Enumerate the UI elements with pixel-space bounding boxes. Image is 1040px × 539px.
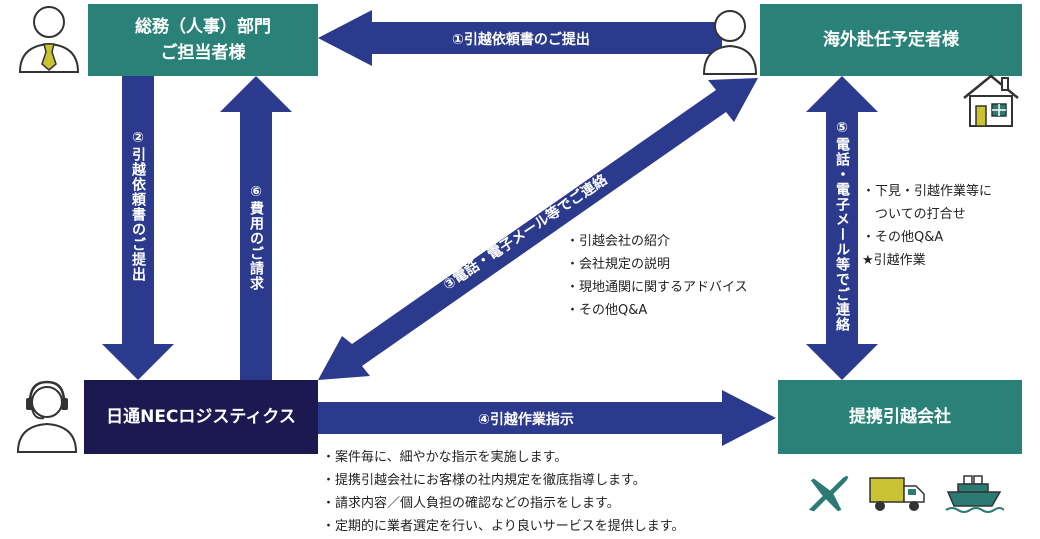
arrow-5-label: ⑤電話・電子メール等でご連絡 bbox=[834, 120, 850, 332]
arrow-5 bbox=[806, 76, 878, 380]
arrow-2-label: ②引越依頼書のご提出 bbox=[130, 130, 146, 282]
note-bottom-1: ・案件毎に、細やかな指示を実施します。 bbox=[322, 450, 568, 465]
soumu-line2: ご担当者様 bbox=[160, 43, 246, 63]
note-center-3: ・現地通関に関するアドバイス bbox=[566, 280, 748, 295]
notes-bottom: ・案件毎に、細やかな指示を実施します。 ・提携引越会社にお客様の社内規定を徹底指… bbox=[322, 446, 684, 538]
arrow-4-label: ④引越作業指示 bbox=[478, 412, 574, 428]
note-right-2: ついての打合せ bbox=[862, 207, 966, 222]
kaigai-box: 海外赴任予定者様 bbox=[760, 4, 1022, 76]
arrow-2 bbox=[102, 76, 174, 380]
note-bottom-2: ・提携引越会社にお客様の社内規定を徹底指導します。 bbox=[322, 473, 646, 488]
arrow-6 bbox=[220, 76, 292, 380]
headset-operator-icon bbox=[16, 380, 78, 453]
note-center-4: ・その他Q&A bbox=[566, 303, 648, 318]
note-center-2: ・会社規定の説明 bbox=[566, 257, 671, 272]
teikei-box: 提携引越会社 bbox=[778, 380, 1022, 454]
note-bottom-4: ・定期的に業者選定を行い、より良いサービスを提供します。 bbox=[322, 519, 685, 534]
airplane-icon bbox=[807, 475, 849, 513]
arrow-4 bbox=[318, 390, 776, 446]
nittsu-box: 日通NECロジスティクス bbox=[84, 380, 318, 454]
arrow-1 bbox=[318, 10, 722, 66]
house-icon bbox=[963, 74, 1019, 127]
soumu-line1: 総務（人事）部門 bbox=[135, 16, 271, 37]
soumu-box: 総務（人事）部門 ご担当者様 bbox=[88, 4, 318, 76]
businessman-icon bbox=[18, 6, 80, 73]
teikei-label: 提携引越会社 bbox=[849, 406, 951, 427]
arrow-1-label: ①引越依頼書のご提出 bbox=[452, 32, 590, 48]
person-icon bbox=[702, 10, 758, 75]
arrow-3 bbox=[318, 78, 758, 380]
note-center-1: ・引越会社の紹介 bbox=[566, 234, 671, 249]
notes-right: ・下見・引越作業等に ついての打合せ ・その他Q&A ★引越作業 bbox=[862, 180, 992, 272]
note-bottom-3: ・請求内容／個人負担の確認などの指示をします。 bbox=[322, 496, 620, 511]
ship-icon bbox=[945, 475, 1004, 513]
note-right-1: ・下見・引越作業等に bbox=[862, 184, 993, 199]
kaigai-label: 海外赴任予定者様 bbox=[823, 29, 959, 50]
nittsu-label: 日通NECロジスティクス bbox=[106, 406, 296, 427]
arrow-6-label: ⑥費用のご請求 bbox=[248, 184, 264, 291]
truck-icon bbox=[869, 477, 925, 511]
note-right-4: ★引越作業 bbox=[862, 253, 926, 268]
notes-center: ・引越会社の紹介 ・会社規定の説明 ・現地通関に関するアドバイス ・その他Q&A bbox=[566, 230, 748, 322]
note-right-3: ・その他Q&A bbox=[862, 230, 944, 245]
